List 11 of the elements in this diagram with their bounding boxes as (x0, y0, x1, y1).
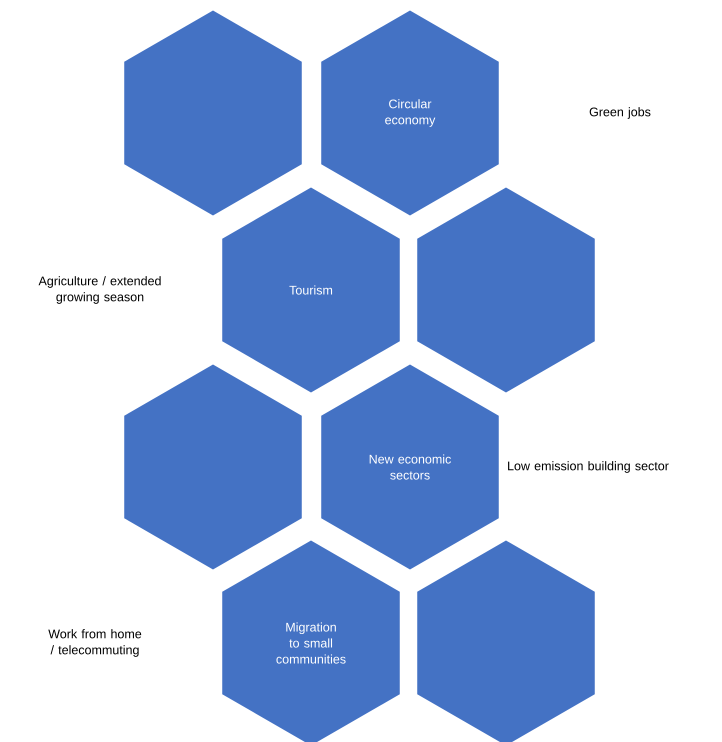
side-label: Agriculture / extended growing season (38, 276, 161, 304)
hexagon: New economic sectors (321, 364, 499, 570)
side-label: Green jobs (590, 107, 650, 119)
empty-hexagon (124, 364, 302, 570)
empty-hexagon (124, 10, 302, 216)
empty-hexagon (417, 540, 595, 742)
hexagon: Circular economy (321, 10, 499, 216)
side-label: Work from home / telecommuting (48, 629, 142, 657)
hexagon: Tourism (222, 188, 400, 392)
empty-hexagon (417, 188, 595, 392)
hexagon: Migration to small communities (222, 540, 400, 742)
